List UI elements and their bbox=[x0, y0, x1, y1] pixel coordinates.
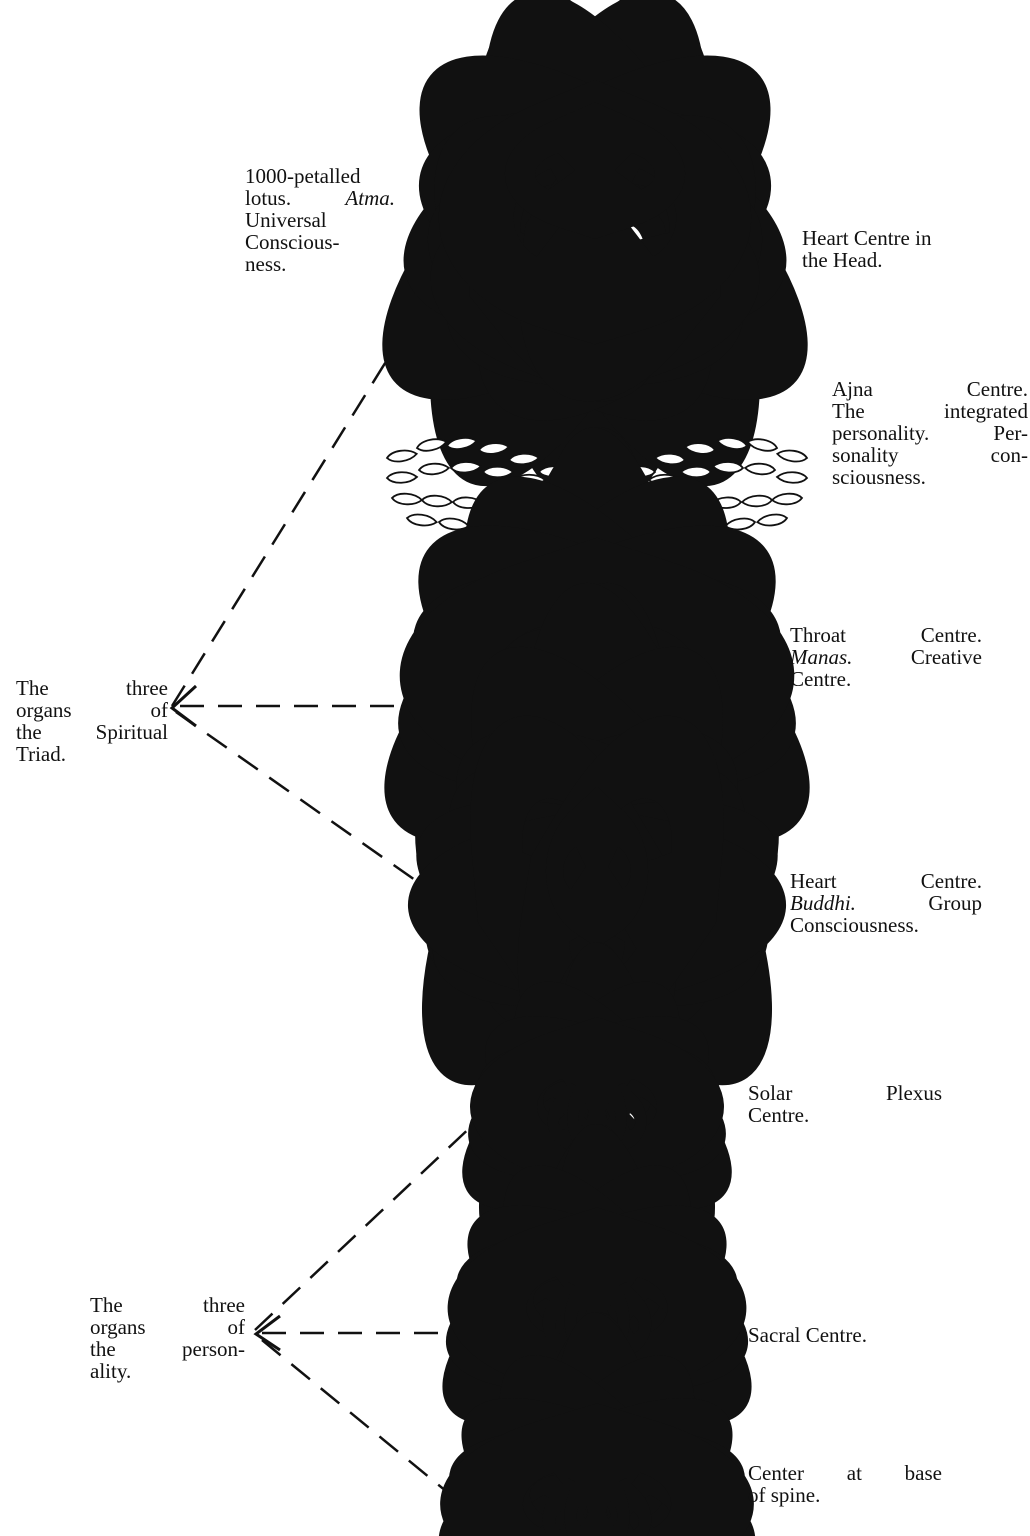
label-italic: Buddhi. bbox=[790, 891, 856, 915]
lotus-heart bbox=[515, 799, 678, 950]
label-line: The integrated bbox=[832, 400, 1028, 422]
label-line: Center at base bbox=[748, 1462, 942, 1484]
label-line: The three bbox=[90, 1294, 245, 1316]
label-line: Heart Centre in bbox=[802, 227, 1027, 249]
personality-connectors bbox=[255, 1122, 476, 1496]
label-line: ness. bbox=[245, 253, 395, 275]
label-line: Ajna Centre. bbox=[832, 378, 1028, 400]
label-line: organs of bbox=[90, 1316, 245, 1338]
label-line: the Spiritual bbox=[16, 721, 168, 743]
label-line: Consciousness. bbox=[790, 914, 982, 936]
label-line: the Head. bbox=[802, 249, 1027, 271]
lotus-base-of-spine bbox=[530, 1463, 664, 1536]
label-italic: Manas. bbox=[790, 645, 852, 669]
label-line: ality. bbox=[90, 1360, 245, 1382]
label-line: Sacral Centre. bbox=[748, 1324, 948, 1346]
label-line: Manas. Creative bbox=[790, 646, 982, 668]
label-heart: Heart Centre. Buddhi. Group Consciousnes… bbox=[790, 870, 982, 936]
label-personality: The three organs of the person- ality. bbox=[90, 1294, 245, 1382]
label-line: The three bbox=[16, 677, 168, 699]
label-solar-plexus: Solar Plexus Centre. bbox=[748, 1082, 942, 1126]
label-line: lotus. Atma. bbox=[245, 187, 395, 209]
label-throat: Throat Centre. Manas. Creative Centre. bbox=[790, 624, 982, 690]
label-line: Throat Centre. bbox=[790, 624, 982, 646]
label-line: organs of bbox=[16, 699, 168, 721]
label-line: Solar Plexus bbox=[748, 1082, 942, 1104]
label-head-left: 1000-petalled lotus. Atma. Universal Con… bbox=[245, 165, 395, 275]
lotus-head bbox=[511, 156, 678, 322]
label-line: personality. Per- bbox=[832, 422, 1028, 444]
label-line: Buddhi. Group bbox=[790, 892, 982, 914]
label-line: Centre. bbox=[790, 668, 982, 690]
label-italic: Atma. bbox=[345, 186, 395, 210]
label-head-right: Heart Centre in the Head. bbox=[802, 227, 1027, 271]
label-line: sciousness. bbox=[832, 466, 1028, 488]
label-line: Centre. bbox=[748, 1104, 942, 1126]
label-line: Conscious- bbox=[245, 231, 395, 253]
label-line: 1000-petalled bbox=[245, 165, 395, 187]
label-ajna: Ajna Centre. The integrated personality.… bbox=[832, 378, 1028, 488]
label-base: Center at base of spine. bbox=[748, 1462, 942, 1506]
label-line: the person- bbox=[90, 1338, 245, 1360]
label-line: Universal bbox=[245, 209, 395, 231]
label-line: Heart Centre. bbox=[790, 870, 982, 892]
label-text: Group bbox=[928, 891, 982, 915]
label-line: sonality con- bbox=[832, 444, 1028, 466]
label-text: lotus. bbox=[245, 186, 291, 210]
label-text: Creative bbox=[911, 645, 982, 669]
label-sacral: Sacral Centre. bbox=[748, 1324, 948, 1346]
label-line: Triad. bbox=[16, 743, 168, 765]
label-line: of spine. bbox=[748, 1484, 942, 1506]
label-spiritual-triad: The three organs of the Spiritual Triad. bbox=[16, 677, 168, 765]
